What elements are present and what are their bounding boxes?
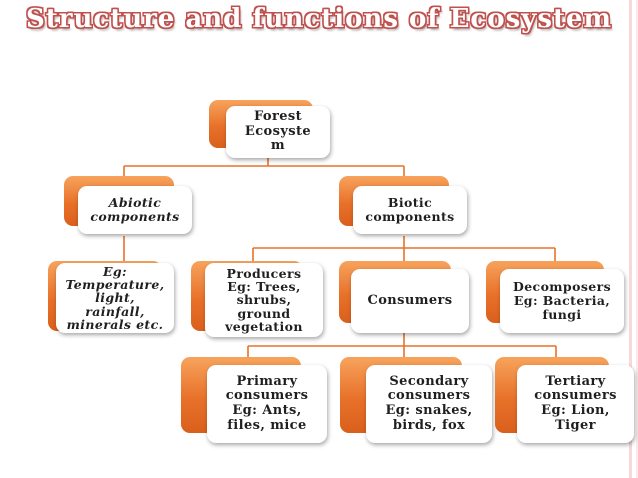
node-consumers-label: Consumers — [351, 269, 469, 333]
node-abiotic-example-label: Eg: Temperature, light, rainfall, minera… — [56, 263, 174, 333]
node-tertiary-consumers: Tertiary consumers Eg: Lion, Tiger — [495, 357, 634, 443]
slide-edge-decoration-2 — [636, 0, 638, 478]
node-decomposers: Decomposers Eg: Bacteria, fungi — [486, 261, 634, 333]
node-tertiary-label: Tertiary consumers Eg: Lion, Tiger — [517, 365, 634, 443]
node-primary-label: Primary consumers Eg: Ants, files, mice — [207, 365, 327, 443]
slide-title: Structure and functions of Ecosystem — [25, 4, 613, 34]
node-abiotic-label: Abiotic components — [78, 186, 192, 234]
node-abiotic-components: Abiotic components — [64, 176, 192, 236]
node-forest-ecosystem: Forest Ecosyste m — [209, 100, 330, 158]
node-producers: Producers Eg: Trees, shrubs, ground vege… — [191, 261, 323, 337]
node-primary-consumers: Primary consumers Eg: Ants, files, mice — [181, 357, 327, 443]
node-producers-label: Producers Eg: Trees, shrubs, ground vege… — [205, 263, 323, 337]
node-biotic-label: Biotic components — [353, 186, 467, 234]
slide-edge-decoration — [629, 0, 632, 478]
node-secondary-consumers: Secondary consumers Eg: snakes, birds, f… — [340, 357, 492, 443]
node-biotic-components: Biotic components — [339, 176, 467, 236]
node-abiotic-example: Eg: Temperature, light, rainfall, minera… — [48, 261, 174, 333]
node-forest-label: Forest Ecosyste m — [226, 106, 330, 158]
node-consumers: Consumers — [339, 261, 469, 333]
node-secondary-label: Secondary consumers Eg: snakes, birds, f… — [366, 365, 492, 443]
node-decomposers-label: Decomposers Eg: Bacteria, fungi — [500, 269, 624, 333]
